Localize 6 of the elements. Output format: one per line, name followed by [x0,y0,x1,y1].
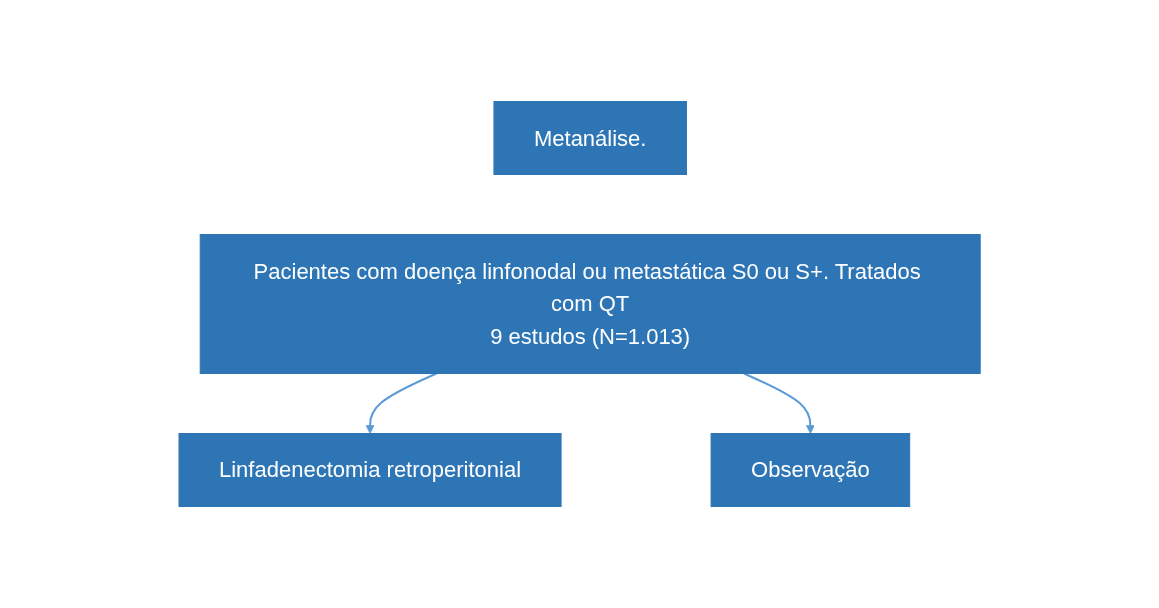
arrow [365,372,438,434]
node-box: Linfadenectomia retroperitonial [178,433,562,507]
node-box: Pacientes com doença linfonodal ou metastática S0 ou S+. Tratados com QT 9 estudos (N=1.013) [199,234,981,374]
node-box: Metanálise. [493,101,687,175]
node-box: Observação [710,433,911,507]
arrow [742,372,815,434]
